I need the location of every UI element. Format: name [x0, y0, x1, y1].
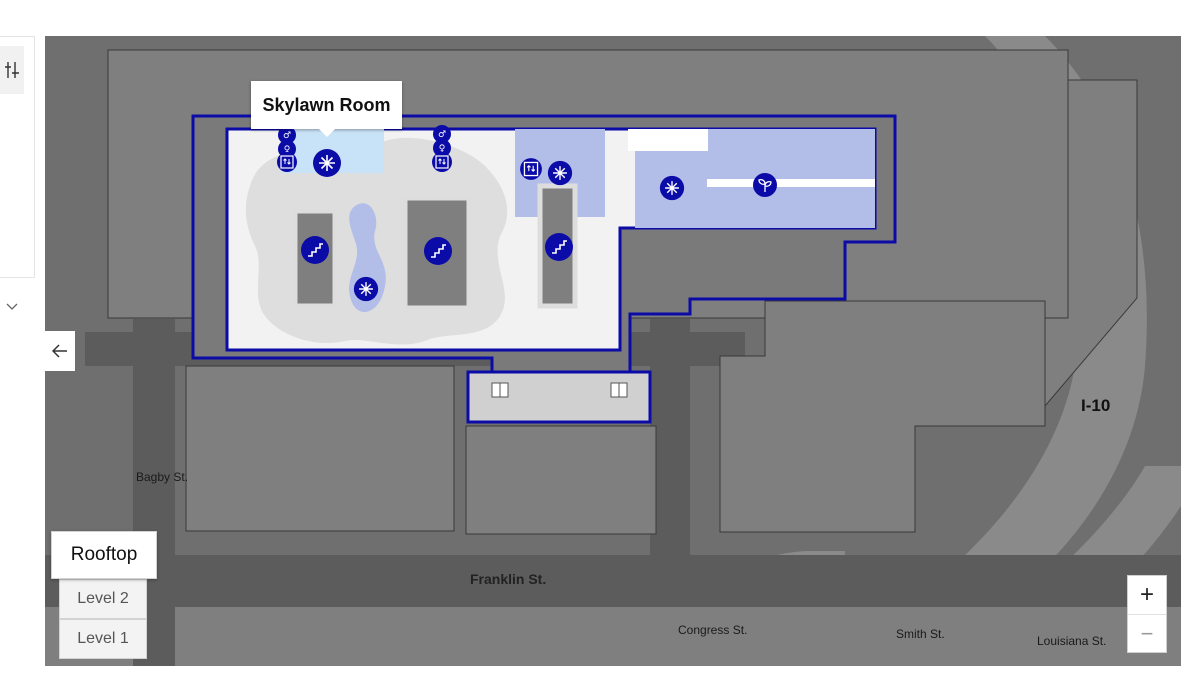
franklin-street	[45, 555, 1181, 607]
svg-text:♂: ♂	[438, 130, 446, 140]
level-rooftop-button[interactable]: Rooftop	[51, 531, 157, 579]
building-east	[719, 300, 1046, 533]
elevator-icon[interactable]	[519, 157, 543, 181]
zoom-out-button[interactable]: −	[1128, 614, 1166, 653]
door-icon[interactable]	[491, 382, 509, 398]
south-blocks	[45, 607, 1181, 666]
level-1-button[interactable]: Level 1	[59, 619, 147, 659]
zoom-in-button[interactable]: +	[1139, 581, 1154, 608]
chevron-down-icon[interactable]	[2, 296, 22, 316]
building-west	[185, 365, 455, 532]
amenity-icon[interactable]	[353, 276, 379, 302]
zoom-controls: + −	[1127, 575, 1167, 653]
arrow-left-icon	[52, 344, 67, 358]
highway-label: I-10	[1081, 396, 1111, 415]
map-canvas	[45, 36, 1181, 666]
amenity-icon[interactable]	[547, 160, 573, 186]
svg-text:♀: ♀	[439, 144, 446, 154]
restroom-icon[interactable]: ♂ ♀	[428, 124, 456, 172]
sliders-icon	[5, 62, 19, 78]
stairs-icon[interactable]	[423, 236, 453, 266]
room-east-2	[707, 129, 875, 228]
street-label-louisiana: Louisiana St.	[1037, 634, 1107, 648]
garden-icon[interactable]	[752, 172, 778, 198]
street-label-congress: Congress St.	[678, 623, 748, 637]
elevator-icon[interactable]	[431, 151, 453, 173]
stairs-icon[interactable]	[300, 235, 330, 265]
svg-text:♂: ♂	[283, 131, 291, 141]
level-2-button[interactable]: Level 2	[59, 579, 147, 619]
room-label-skylawn[interactable]: Skylawn Room	[251, 81, 402, 137]
street-label-bagby: Bagby St.	[136, 470, 189, 484]
stairs-icon[interactable]	[544, 232, 574, 262]
street-label-franklin: Franklin St.	[470, 571, 547, 587]
elevator-icon[interactable]	[276, 151, 298, 173]
filter-button[interactable]	[0, 46, 24, 94]
floor-map[interactable]: ♂ ♀ ♂ ♀	[45, 36, 1181, 666]
building-center	[465, 425, 657, 535]
door-icon[interactable]	[610, 382, 628, 398]
level-selector: Rooftop Level 2 Level 1	[51, 531, 157, 659]
back-button[interactable]	[45, 331, 75, 371]
amenity-icon[interactable]	[659, 175, 685, 201]
highway-ramp	[805, 36, 1147, 666]
street-label-smith: Smith St.	[896, 627, 945, 641]
highway-ramp-2	[925, 466, 1181, 666]
svg-text:♀: ♀	[284, 145, 291, 155]
street-mid	[650, 319, 690, 555]
amenity-icon[interactable]	[312, 148, 342, 178]
